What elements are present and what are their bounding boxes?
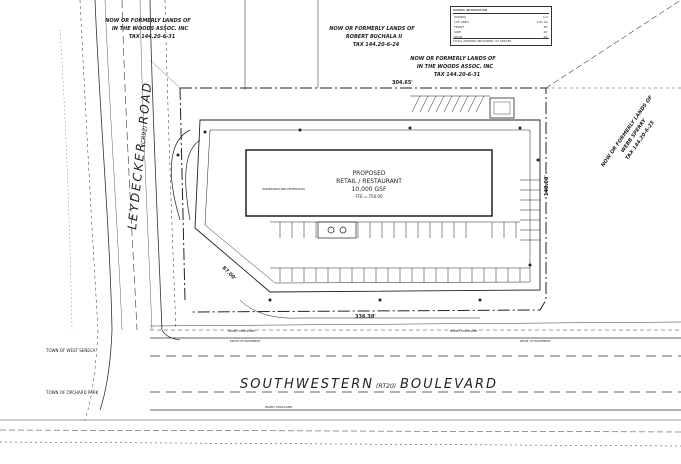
legend-row-label: REAR bbox=[454, 35, 463, 39]
southwestern-suffix: BOULEVARD bbox=[400, 377, 498, 392]
town-west-seneca: TOWN OF WEST SENECA bbox=[45, 348, 96, 353]
owner-top-mid-line3: TAX 144.20-6-24 bbox=[353, 42, 400, 48]
owner-label-top-mid: NOW OR FORMERLY LANDS OF ROBERT BUCHALA … bbox=[329, 26, 415, 48]
legend-row-label: LOT AREA bbox=[454, 20, 469, 24]
owner-top-left-line2: IN THE WOODS ASSOC. INC bbox=[112, 26, 189, 32]
southwestern-name: SOUTHWESTERN bbox=[240, 377, 374, 392]
paved-shoulder-note-2: PAVED SHOULDER bbox=[450, 329, 477, 333]
building-line1: PROPOSED bbox=[352, 170, 385, 177]
legend-row-value: C-2 bbox=[542, 15, 548, 19]
building-line4: FFE = 750.00 bbox=[355, 194, 382, 199]
leydecker-road bbox=[59, 0, 177, 331]
owner-top-right-line3: TAX 144.20-6-31 bbox=[434, 72, 480, 78]
owner-top-mid-line1: NOW OR FORMERLY LANDS OF bbox=[329, 26, 415, 32]
leydecker-suffix: ROAD bbox=[136, 80, 154, 124]
southwestern-code: (RT20) bbox=[376, 383, 396, 390]
southwestern-road-label: SOUTHWESTERN (RT20) BOULEVARD bbox=[240, 377, 498, 392]
owner-top-right-line1: NOW OR FORMERLY LANDS OF bbox=[410, 56, 496, 62]
building-footprint bbox=[245, 149, 493, 217]
building-label: PROPOSED RETAIL / RESTAURANT 10,000 GSF … bbox=[336, 170, 402, 199]
legend-row-value: 30' bbox=[543, 25, 548, 29]
legend-title: ZONING INFORMATION bbox=[453, 8, 549, 14]
zoning-legend: ZONING INFORMATION ZONING C-2 LOT AREA 1… bbox=[450, 6, 552, 46]
building-line3: 10,000 GSF bbox=[352, 186, 387, 193]
dimension-right: 148.00' bbox=[544, 175, 550, 196]
owner-top-right-line2: IN THE WOODS ASSOC. INC bbox=[417, 64, 494, 70]
pavement-edge-note-2: EDGE OF PAVEMENT bbox=[520, 339, 551, 343]
legend-row-value: 10' bbox=[543, 30, 548, 34]
dumpster-enclosure bbox=[489, 97, 515, 119]
owner-label-top-left: NOW OR FORMERLY LANDS OF IN THE WOODS AS… bbox=[105, 18, 191, 40]
legend-note: TOTAL PARKING PROVIDED: 52 SPACES bbox=[453, 38, 549, 44]
legend-row-value: 20' bbox=[543, 35, 548, 39]
paved-shoulder-note-3: PAVED SHOULDER bbox=[265, 405, 292, 409]
owner-top-mid-line2: ROBERT BUCHALA II bbox=[346, 34, 402, 40]
legend-row-label: SIDE bbox=[454, 30, 461, 34]
easement-note: UNDERGROUND DETENTION bbox=[262, 187, 305, 191]
owner-label-top-right: NOW OR FORMERLY LANDS OF IN THE WOODS AS… bbox=[410, 56, 496, 78]
parking-lot bbox=[194, 95, 541, 293]
legend-row-label: FRONT bbox=[454, 25, 465, 29]
dimension-top: 304.65' bbox=[392, 80, 413, 86]
southwestern-boulevard bbox=[0, 321, 681, 447]
dimension-bottom: 336.38' bbox=[355, 314, 376, 320]
paved-shoulder-note-1: PAVED SHOULDER bbox=[228, 329, 255, 333]
legend-row-value: 1.61 AC bbox=[536, 20, 548, 24]
building-line2: RETAIL / RESTAURANT bbox=[336, 178, 402, 185]
owner-top-left-line3: TAX 144.20-6-31 bbox=[129, 34, 175, 40]
town-orchard-park: TOWN OF ORCHARD PARK bbox=[45, 390, 99, 395]
legend-row-label: ZONING bbox=[454, 15, 467, 19]
leydecker-code: (CR92) bbox=[140, 125, 149, 146]
pavement-edge-note-1: EDGE OF PAVEMENT bbox=[230, 339, 261, 343]
owner-top-left-line1: NOW OR FORMERLY LANDS OF bbox=[105, 18, 191, 24]
property-boundary bbox=[179, 87, 547, 313]
